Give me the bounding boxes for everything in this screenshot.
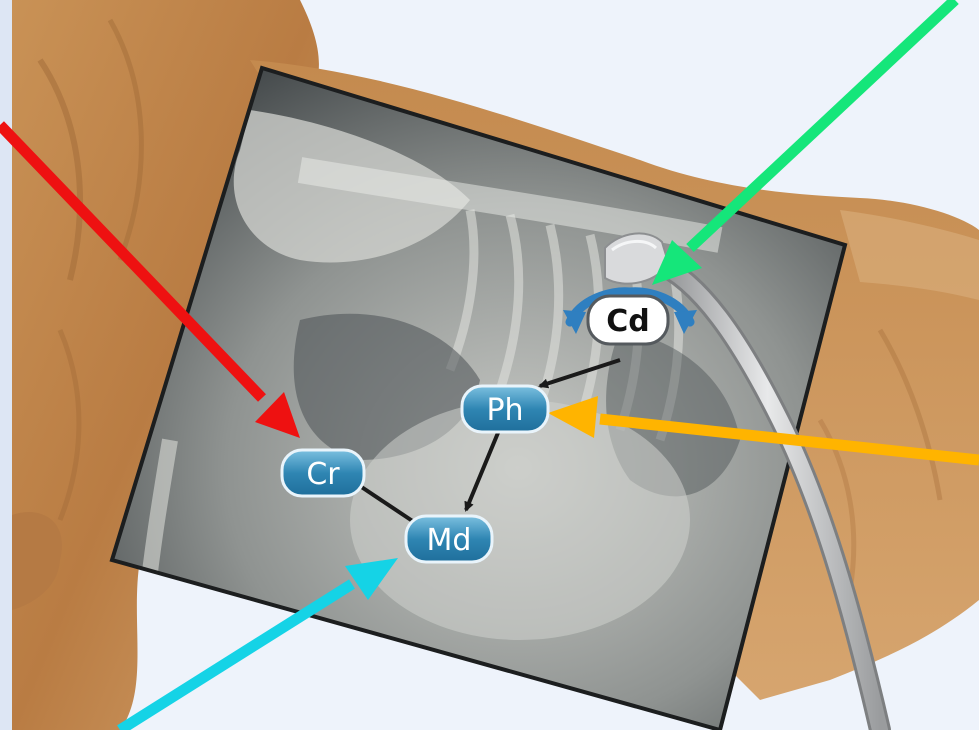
label-cd: Cd [588,296,668,344]
label-ph: Ph [462,386,548,432]
label-md: Md [406,516,492,562]
label-cd-text: Cd [606,304,650,339]
label-cr: Cr [282,450,364,496]
label-ph-text: Ph [486,393,523,428]
left-border [0,0,12,730]
label-cr-text: Cr [306,457,340,492]
label-md-text: Md [427,523,472,558]
